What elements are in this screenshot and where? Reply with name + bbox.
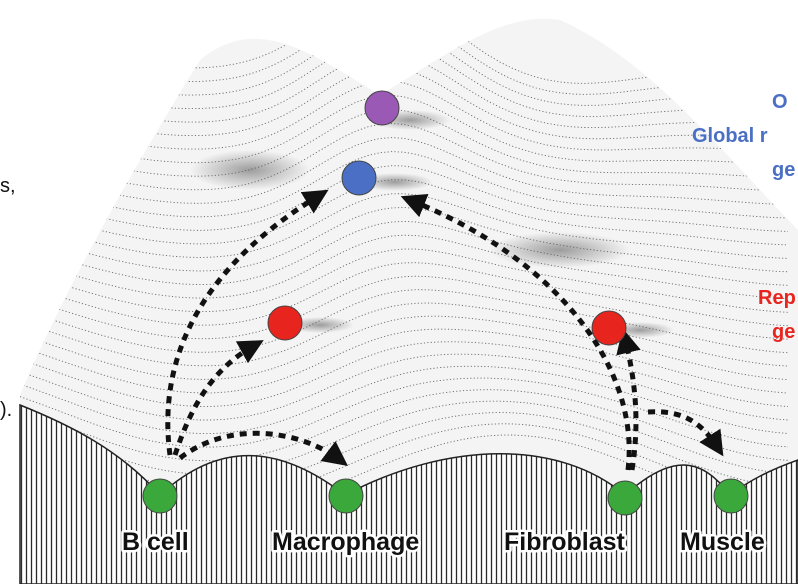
right-text-line4: Rep (758, 287, 796, 309)
muscle-node (714, 479, 748, 513)
right-text-line5: ge (772, 321, 795, 343)
fibroblast-node (608, 481, 642, 515)
bcell-node (143, 479, 177, 513)
contour-line (20, 0, 788, 83)
intermediate-node-right (592, 311, 626, 345)
left-text-fragment2: ). (0, 399, 12, 421)
bcell-label: B cell (122, 528, 189, 556)
muscle-label: Muscle (680, 528, 765, 556)
top-node (365, 91, 399, 125)
right-text-line2: Global r (692, 125, 768, 147)
left-annotations: s, ). (0, 175, 16, 421)
intermediate-node-left (268, 306, 302, 340)
right-text-line3: ge (772, 159, 795, 181)
left-text-fragment1: s, (0, 175, 16, 197)
fibroblast-label: Fibroblast (504, 528, 626, 556)
landscape-surface (20, 0, 798, 515)
macrophage-node (329, 479, 363, 513)
right-text-line1: O (772, 91, 788, 113)
progenitor-node (342, 161, 376, 195)
macrophage-label: Macrophage (272, 528, 419, 556)
